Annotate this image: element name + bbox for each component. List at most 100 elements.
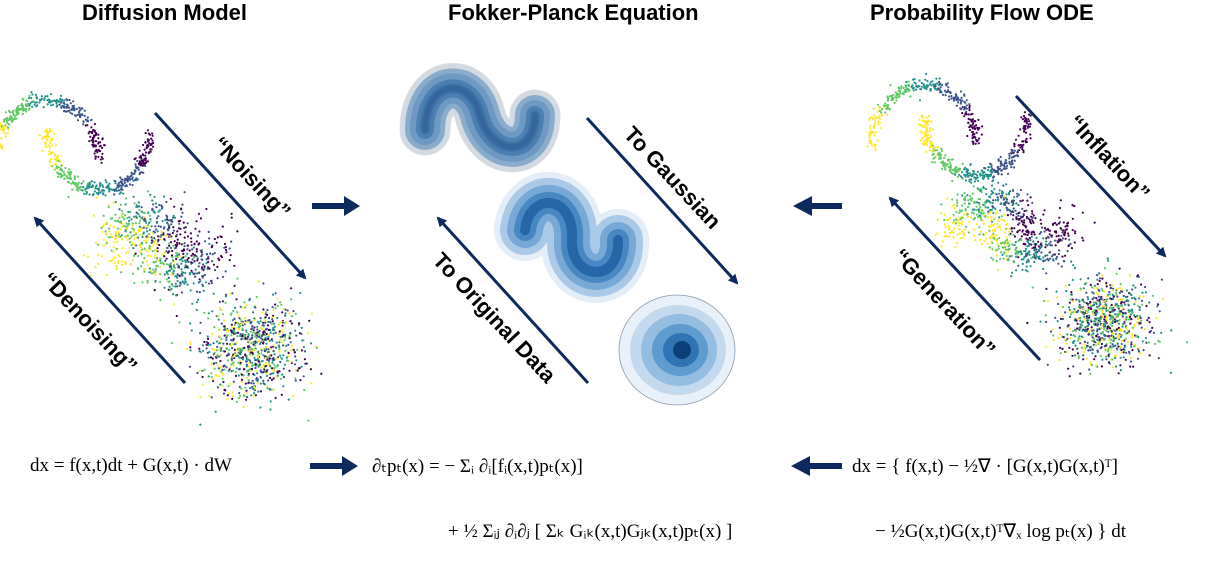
scatter-point bbox=[1008, 209, 1011, 212]
scatter-point bbox=[120, 209, 123, 212]
scatter-point bbox=[1130, 318, 1133, 321]
scatter-point bbox=[968, 202, 971, 205]
scatter-point bbox=[4, 111, 7, 114]
scatter-point bbox=[200, 255, 203, 258]
scatter-point bbox=[951, 198, 954, 201]
scatter-point bbox=[1110, 338, 1113, 341]
scatter-point bbox=[288, 335, 291, 338]
scatter-point bbox=[253, 335, 257, 338]
scatter-point bbox=[131, 227, 134, 230]
scatter-point bbox=[61, 104, 64, 108]
scatter-point bbox=[234, 370, 237, 373]
scatter-point bbox=[1098, 338, 1101, 341]
scatter-point bbox=[959, 222, 962, 225]
scatter-point bbox=[931, 161, 934, 164]
scatter-point bbox=[1115, 272, 1118, 275]
scatter-point bbox=[69, 111, 72, 114]
scatter-point bbox=[245, 370, 248, 373]
scatter-point bbox=[230, 326, 234, 329]
scatter-point bbox=[999, 209, 1002, 212]
scatter-point bbox=[918, 123, 921, 126]
scatter-point bbox=[1030, 233, 1033, 236]
scatter-point bbox=[996, 223, 999, 226]
scatter-point bbox=[253, 386, 256, 389]
scatter-point bbox=[996, 196, 999, 199]
scatter-point bbox=[94, 241, 98, 244]
scatter-point bbox=[997, 172, 1000, 175]
scatter-point bbox=[1115, 354, 1118, 357]
scatter-point bbox=[21, 112, 24, 116]
scatter-point bbox=[1050, 255, 1053, 258]
scatter-point bbox=[1005, 254, 1008, 257]
scatter-point bbox=[43, 97, 46, 100]
scatter-point bbox=[1008, 227, 1011, 230]
scatter-point bbox=[101, 188, 104, 192]
scatter-point bbox=[167, 288, 170, 291]
scatter-point bbox=[978, 211, 981, 214]
scatter-point bbox=[895, 96, 898, 99]
scatter-point bbox=[1109, 323, 1112, 326]
scatter-point bbox=[146, 138, 149, 141]
scatter-point bbox=[1052, 222, 1055, 225]
scatter-point bbox=[184, 255, 187, 258]
scatter-point bbox=[237, 374, 240, 377]
scatter-point bbox=[147, 235, 150, 238]
scatter-point bbox=[144, 141, 147, 144]
scatter-point bbox=[907, 80, 910, 83]
scatter-point bbox=[227, 385, 230, 388]
scatter-point bbox=[1109, 318, 1112, 321]
scatter-point bbox=[310, 382, 313, 385]
scatter-point bbox=[153, 255, 156, 258]
scatter-point bbox=[161, 220, 164, 223]
scatter-point bbox=[1088, 322, 1091, 326]
scatter-point bbox=[925, 150, 928, 153]
scatter-point bbox=[197, 298, 200, 301]
scatter-point bbox=[258, 363, 261, 367]
scatter-point bbox=[165, 234, 168, 237]
scatter-point bbox=[991, 167, 994, 171]
scatter-point bbox=[1063, 260, 1066, 263]
scatter-point bbox=[282, 334, 285, 337]
scatter-point bbox=[217, 375, 220, 378]
scatter-point bbox=[976, 139, 979, 142]
scatter-point bbox=[955, 204, 959, 207]
scatter-point bbox=[109, 236, 112, 239]
scatter-point bbox=[41, 137, 44, 140]
scatter-point bbox=[990, 216, 993, 219]
scatter-point bbox=[280, 377, 283, 380]
scatter-point bbox=[1092, 304, 1095, 307]
scatter-point bbox=[94, 266, 97, 269]
scatter-point bbox=[230, 363, 233, 366]
scatter-point bbox=[1130, 341, 1133, 344]
to-original-arrow bbox=[436, 216, 590, 385]
scatter-point bbox=[1008, 162, 1011, 165]
scatter-point bbox=[308, 319, 311, 322]
scatter-point bbox=[289, 331, 292, 335]
scatter-point bbox=[970, 125, 973, 128]
scatter-point bbox=[1010, 275, 1013, 278]
scatter-point bbox=[158, 209, 161, 212]
scatter-point bbox=[978, 233, 981, 236]
scatter-point bbox=[945, 235, 948, 238]
scatter-point bbox=[174, 255, 177, 258]
scatter-point bbox=[203, 240, 207, 243]
scatter-point bbox=[243, 334, 246, 337]
scatter-point bbox=[1045, 237, 1048, 240]
scatter-point bbox=[241, 306, 244, 309]
scatter-point bbox=[1042, 267, 1045, 271]
scatter-point bbox=[984, 188, 988, 191]
scatter-point bbox=[905, 86, 908, 89]
scatter-point bbox=[171, 220, 174, 223]
scatter-point bbox=[178, 242, 181, 245]
scatter-point bbox=[270, 388, 273, 391]
scatter-point bbox=[934, 156, 937, 159]
scatter-point bbox=[84, 189, 87, 192]
scatter-point bbox=[902, 86, 905, 89]
scatter-point bbox=[97, 262, 100, 266]
scatter-point bbox=[229, 329, 232, 332]
scatter-point bbox=[1148, 354, 1151, 357]
scatter-point bbox=[100, 255, 104, 258]
scatter-point bbox=[906, 88, 909, 91]
scatter-point bbox=[1099, 320, 1102, 323]
scatter-point bbox=[963, 228, 967, 231]
